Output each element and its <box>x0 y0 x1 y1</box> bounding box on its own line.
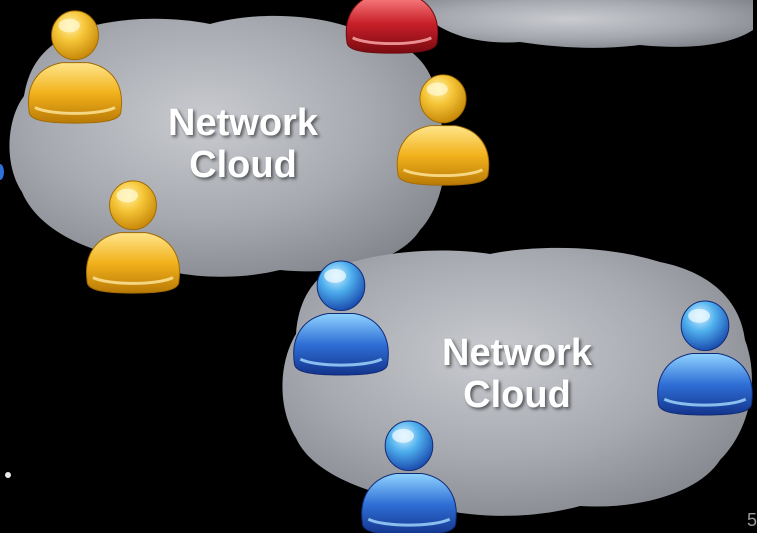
page-number: 5 <box>746 510 757 530</box>
cloud-label-line1: Network <box>168 102 318 144</box>
cloud-label-line2: Cloud <box>463 374 571 416</box>
user-red-icon <box>344 0 440 55</box>
user-blue-partial-icon <box>0 164 4 180</box>
cloud-label-line2: Cloud <box>189 144 297 186</box>
network-cloud-1-label: Network Cloud <box>148 102 338 186</box>
cloud-label-line1: Network <box>442 332 592 374</box>
cloud-partial-top <box>420 0 753 48</box>
bullet-dot <box>5 472 11 478</box>
network-cloud-2-label: Network Cloud <box>422 332 612 416</box>
